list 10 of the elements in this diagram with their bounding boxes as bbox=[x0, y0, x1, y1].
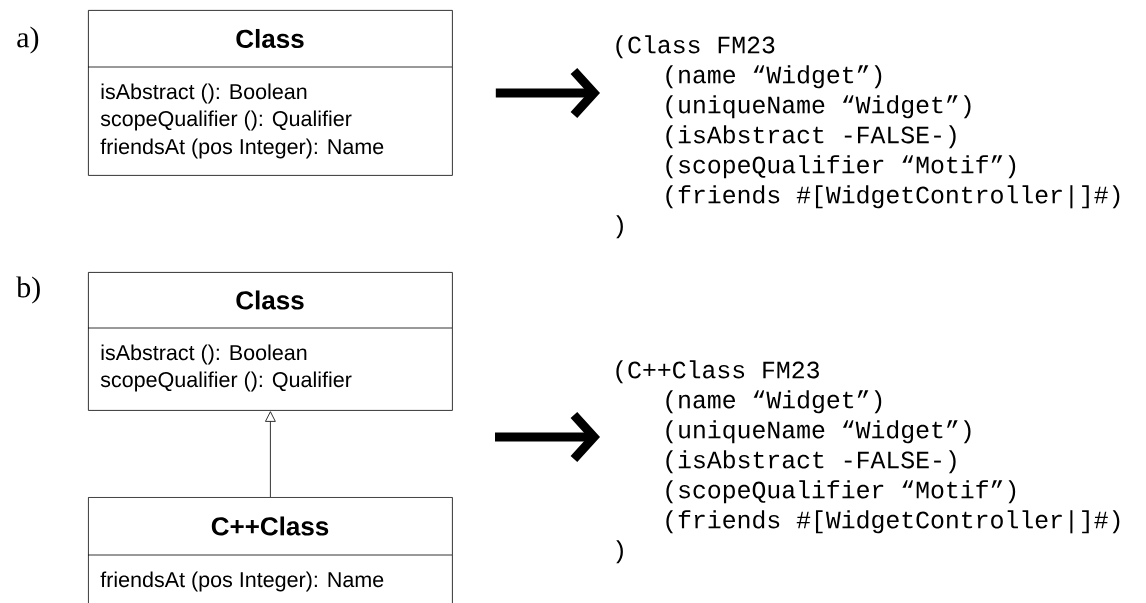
panel-label: a) bbox=[17, 26, 39, 54]
code-listing: (Class FM23 (name “Widget”) (uniqueName “Widget”) (isAbstract -FALSE-) (scopeQualifier “Motif”) (friends #[WidgetController|]#) ) bbox=[616, 35, 1120, 239]
class-box: C++Class friendsAt (pos Integer): Name bbox=[87, 497, 453, 603]
arrow bbox=[495, 412, 600, 463]
arrow bbox=[495, 67, 600, 118]
class-box: Class isAbstract (): Boolean scopeQualifier (): Qualifier bbox=[87, 272, 453, 411]
panel-label: b) bbox=[16, 276, 40, 304]
arrow bbox=[265, 411, 276, 498]
class-box: Class isAbstract (): Boolean scopeQualifier (): Qualifier friendsAt (pos Integer): Name bbox=[87, 10, 453, 176]
code-listing: (C++Class FM23 (name “Widget”) (uniqueName “Widget”) (isAbstract -FALSE-) (scopeQualifier “Motif”) (friends #[WidgetController|]#) ) bbox=[616, 360, 1120, 564]
